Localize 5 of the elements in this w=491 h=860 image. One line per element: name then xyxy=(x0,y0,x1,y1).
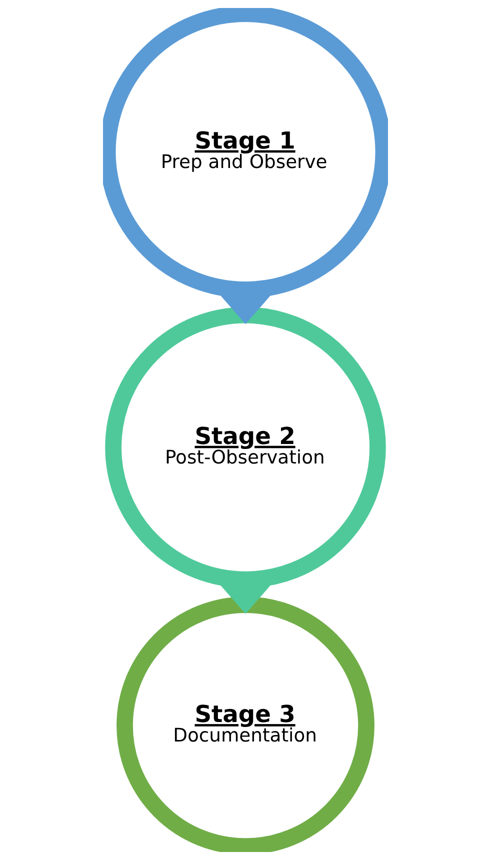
arrow xyxy=(220,295,271,324)
node-circle: Stage 3 Documentation xyxy=(116,596,374,852)
arrow xyxy=(220,585,271,614)
node-circle: Stage 2 Post-Observation xyxy=(105,306,386,588)
node-circle: Stage 1 Prep and Observe xyxy=(103,8,388,298)
